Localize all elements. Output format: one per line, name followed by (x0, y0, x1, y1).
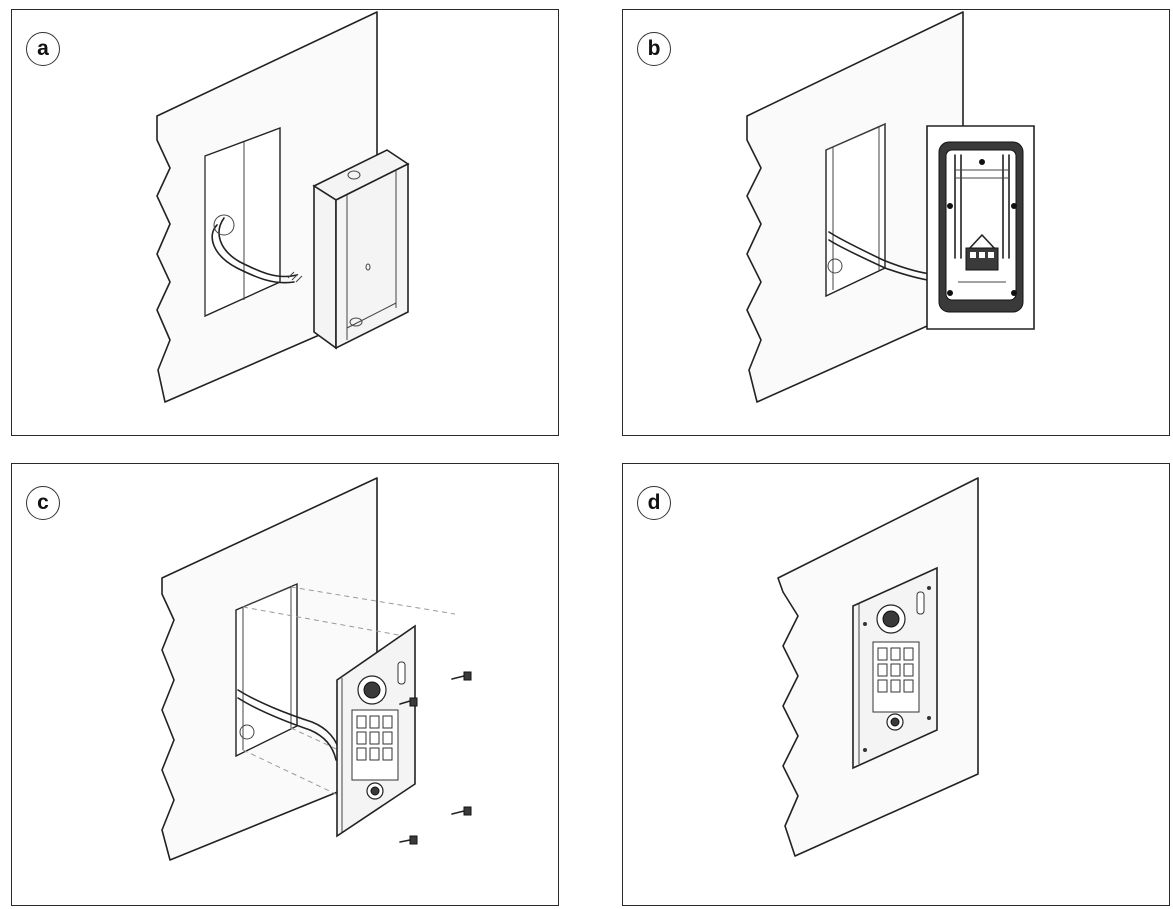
step-label-d: d (637, 486, 671, 520)
cable (212, 225, 294, 283)
step-panel-c: c (11, 463, 559, 906)
step-panel-a: a (11, 9, 559, 436)
module-back-inset (927, 126, 1034, 329)
installed-panel-illustration (623, 464, 1171, 907)
step-panel-d: d (622, 463, 1170, 906)
cable (238, 690, 340, 754)
step-label-b: b (637, 32, 671, 66)
wiring-module-illustration (623, 10, 1171, 437)
step-label-a: a (26, 32, 60, 66)
wall-cavity (205, 128, 280, 316)
faceplate (337, 626, 415, 836)
step-label-c: c (26, 486, 60, 520)
flush-box (314, 150, 408, 348)
step-panel-b: b (622, 9, 1170, 436)
faceplate-mounting-illustration (12, 464, 560, 907)
recessed-box (826, 124, 885, 296)
screws (400, 672, 471, 844)
recessed-box (236, 584, 297, 756)
wall-opening-and-backbox-illustration (12, 10, 560, 437)
installed-faceplate (853, 568, 937, 768)
